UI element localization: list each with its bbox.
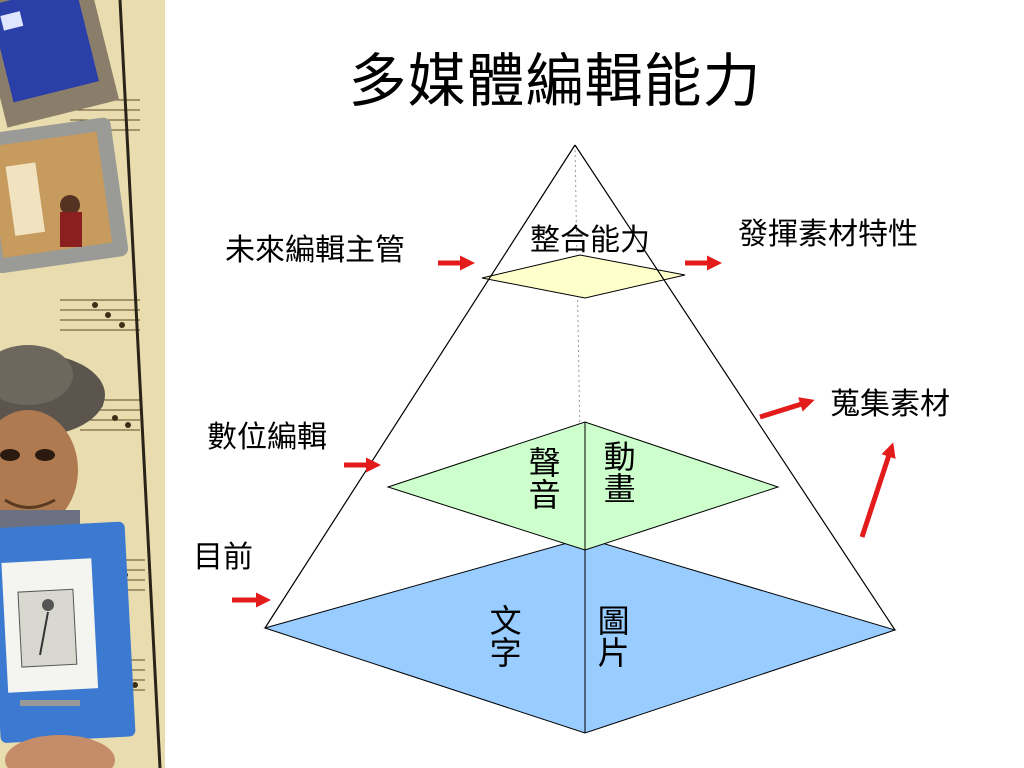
page-edge-curve: [118, 0, 162, 768]
page-title: 多媒體編輯能力: [348, 47, 762, 115]
pyramid-right-edge: [574, 144, 896, 631]
tablet-device-icon: [0, 521, 136, 743]
base-right-label: 圖片: [592, 604, 631, 668]
middle-right-label: 動畫: [598, 440, 637, 504]
pyramid-top-layer: [481, 254, 686, 299]
top-level-label: 整合能力: [530, 223, 650, 258]
pyramid-base-layer: [263, 537, 897, 734]
collect-materials-label: 蒐集素材: [830, 387, 950, 422]
decorative-sidebar-collage: [0, 0, 165, 768]
pyramid-left-edge: [264, 144, 576, 629]
exploit-materials-label: 發揮素材特性: [738, 217, 918, 252]
arrow-upward: [859, 442, 896, 538]
arrows-group: [232, 255, 896, 608]
arrow-collect-materials: [759, 397, 815, 420]
future-editor-label: 未來編輯主管: [225, 233, 405, 268]
current-label: 目前: [193, 540, 253, 575]
pyramid-middle-layer: [386, 421, 780, 551]
monitor-icon: [0, 0, 120, 128]
digital-editor-label: 數位編輯: [207, 420, 327, 455]
monitor-icon: [0, 117, 129, 274]
hand-holding-tablet: [5, 735, 115, 768]
base-left-label: 文字: [484, 604, 523, 668]
middle-left-label: 聲音: [523, 446, 562, 510]
